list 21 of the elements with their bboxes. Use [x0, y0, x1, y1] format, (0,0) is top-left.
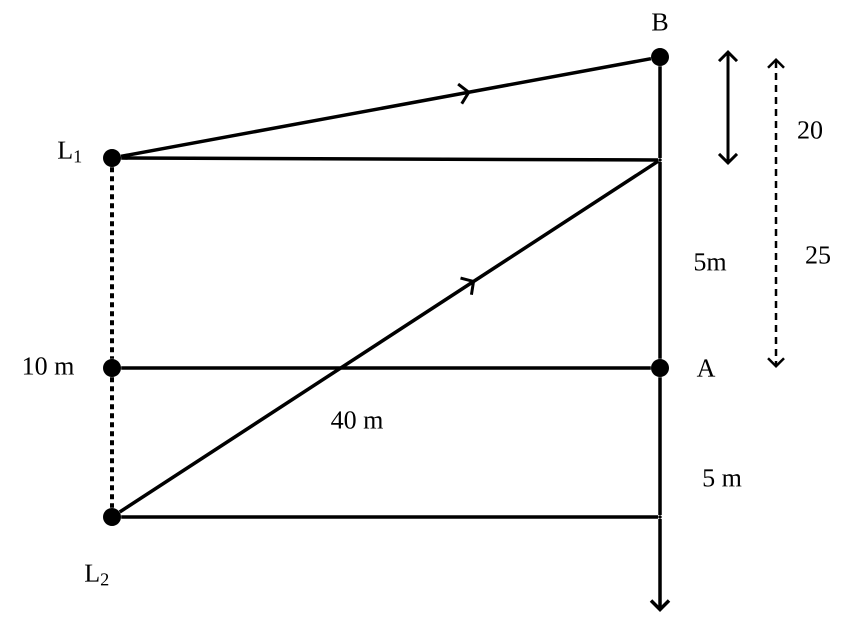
line [121, 515, 658, 519]
dotted-line [110, 167, 114, 359]
line [658, 66, 662, 158]
point-label: 10 m [24, 357, 121, 377]
line [658, 377, 662, 516]
dimension-label: 5 m [704, 469, 742, 487]
line [121, 156, 658, 162]
junction-point [658, 158, 662, 162]
dotted-line [110, 377, 114, 508]
line [658, 162, 662, 359]
dimension-label: 5m [694, 253, 726, 271]
dimension-label: 20 [798, 121, 822, 139]
arrow [650, 518, 670, 612]
dimension-label: 40 m [331, 411, 383, 429]
dimension-label: 25 [806, 246, 830, 264]
junction-point [658, 515, 662, 519]
point-label: L$_{1}$ [58, 142, 121, 167]
line [121, 366, 651, 370]
point-label: L$_{2}$ [85, 508, 121, 586]
point-label: A [651, 359, 716, 377]
point-label: B [651, 13, 669, 66]
